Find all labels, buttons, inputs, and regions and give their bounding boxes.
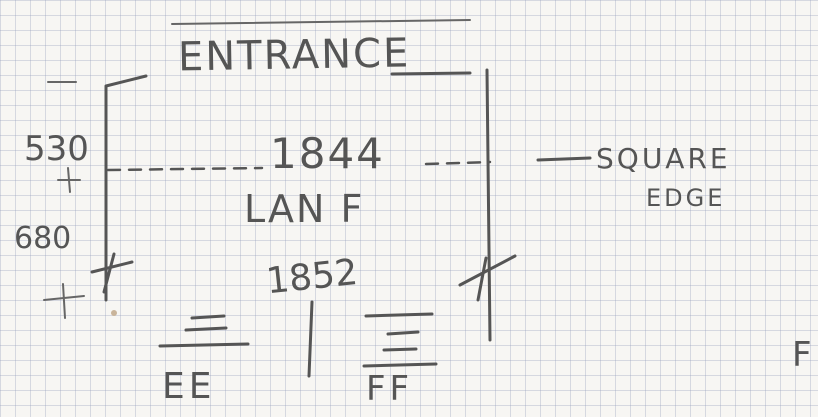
cross-tick-left [90, 252, 134, 294]
plus-mark-2 [43, 283, 85, 319]
edge-note-line2: EDGE [646, 184, 725, 212]
ee-stack-lines [158, 314, 250, 348]
edge-note-dash [536, 156, 592, 162]
cross-tick-right [458, 254, 517, 302]
right-wall-line [485, 68, 492, 342]
ff-stack-lines [362, 312, 438, 368]
bottom-center-divider [307, 300, 314, 378]
center-label-lanf: LAN F [244, 187, 364, 231]
bottom-mark-ee: EE [162, 366, 216, 407]
corner-mark-f: F [792, 335, 812, 375]
dim-530: 530 [24, 129, 89, 169]
center-number-1844: 1844 [270, 129, 385, 178]
plus-mark-1 [57, 167, 81, 193]
left-wall-line [104, 74, 148, 302]
title-underline-short [390, 71, 472, 76]
title-entrance: ENTRANCE [178, 30, 411, 80]
edge-note-line1: SQUARE [596, 142, 731, 175]
bottom-mark-ff: FF [366, 369, 413, 409]
dim-680: 680 [14, 221, 71, 256]
pencil-smudge [111, 310, 117, 316]
lower-number-1852: 1852 [264, 252, 359, 302]
title-underline [171, 19, 471, 25]
center-dashed-line [106, 160, 492, 172]
